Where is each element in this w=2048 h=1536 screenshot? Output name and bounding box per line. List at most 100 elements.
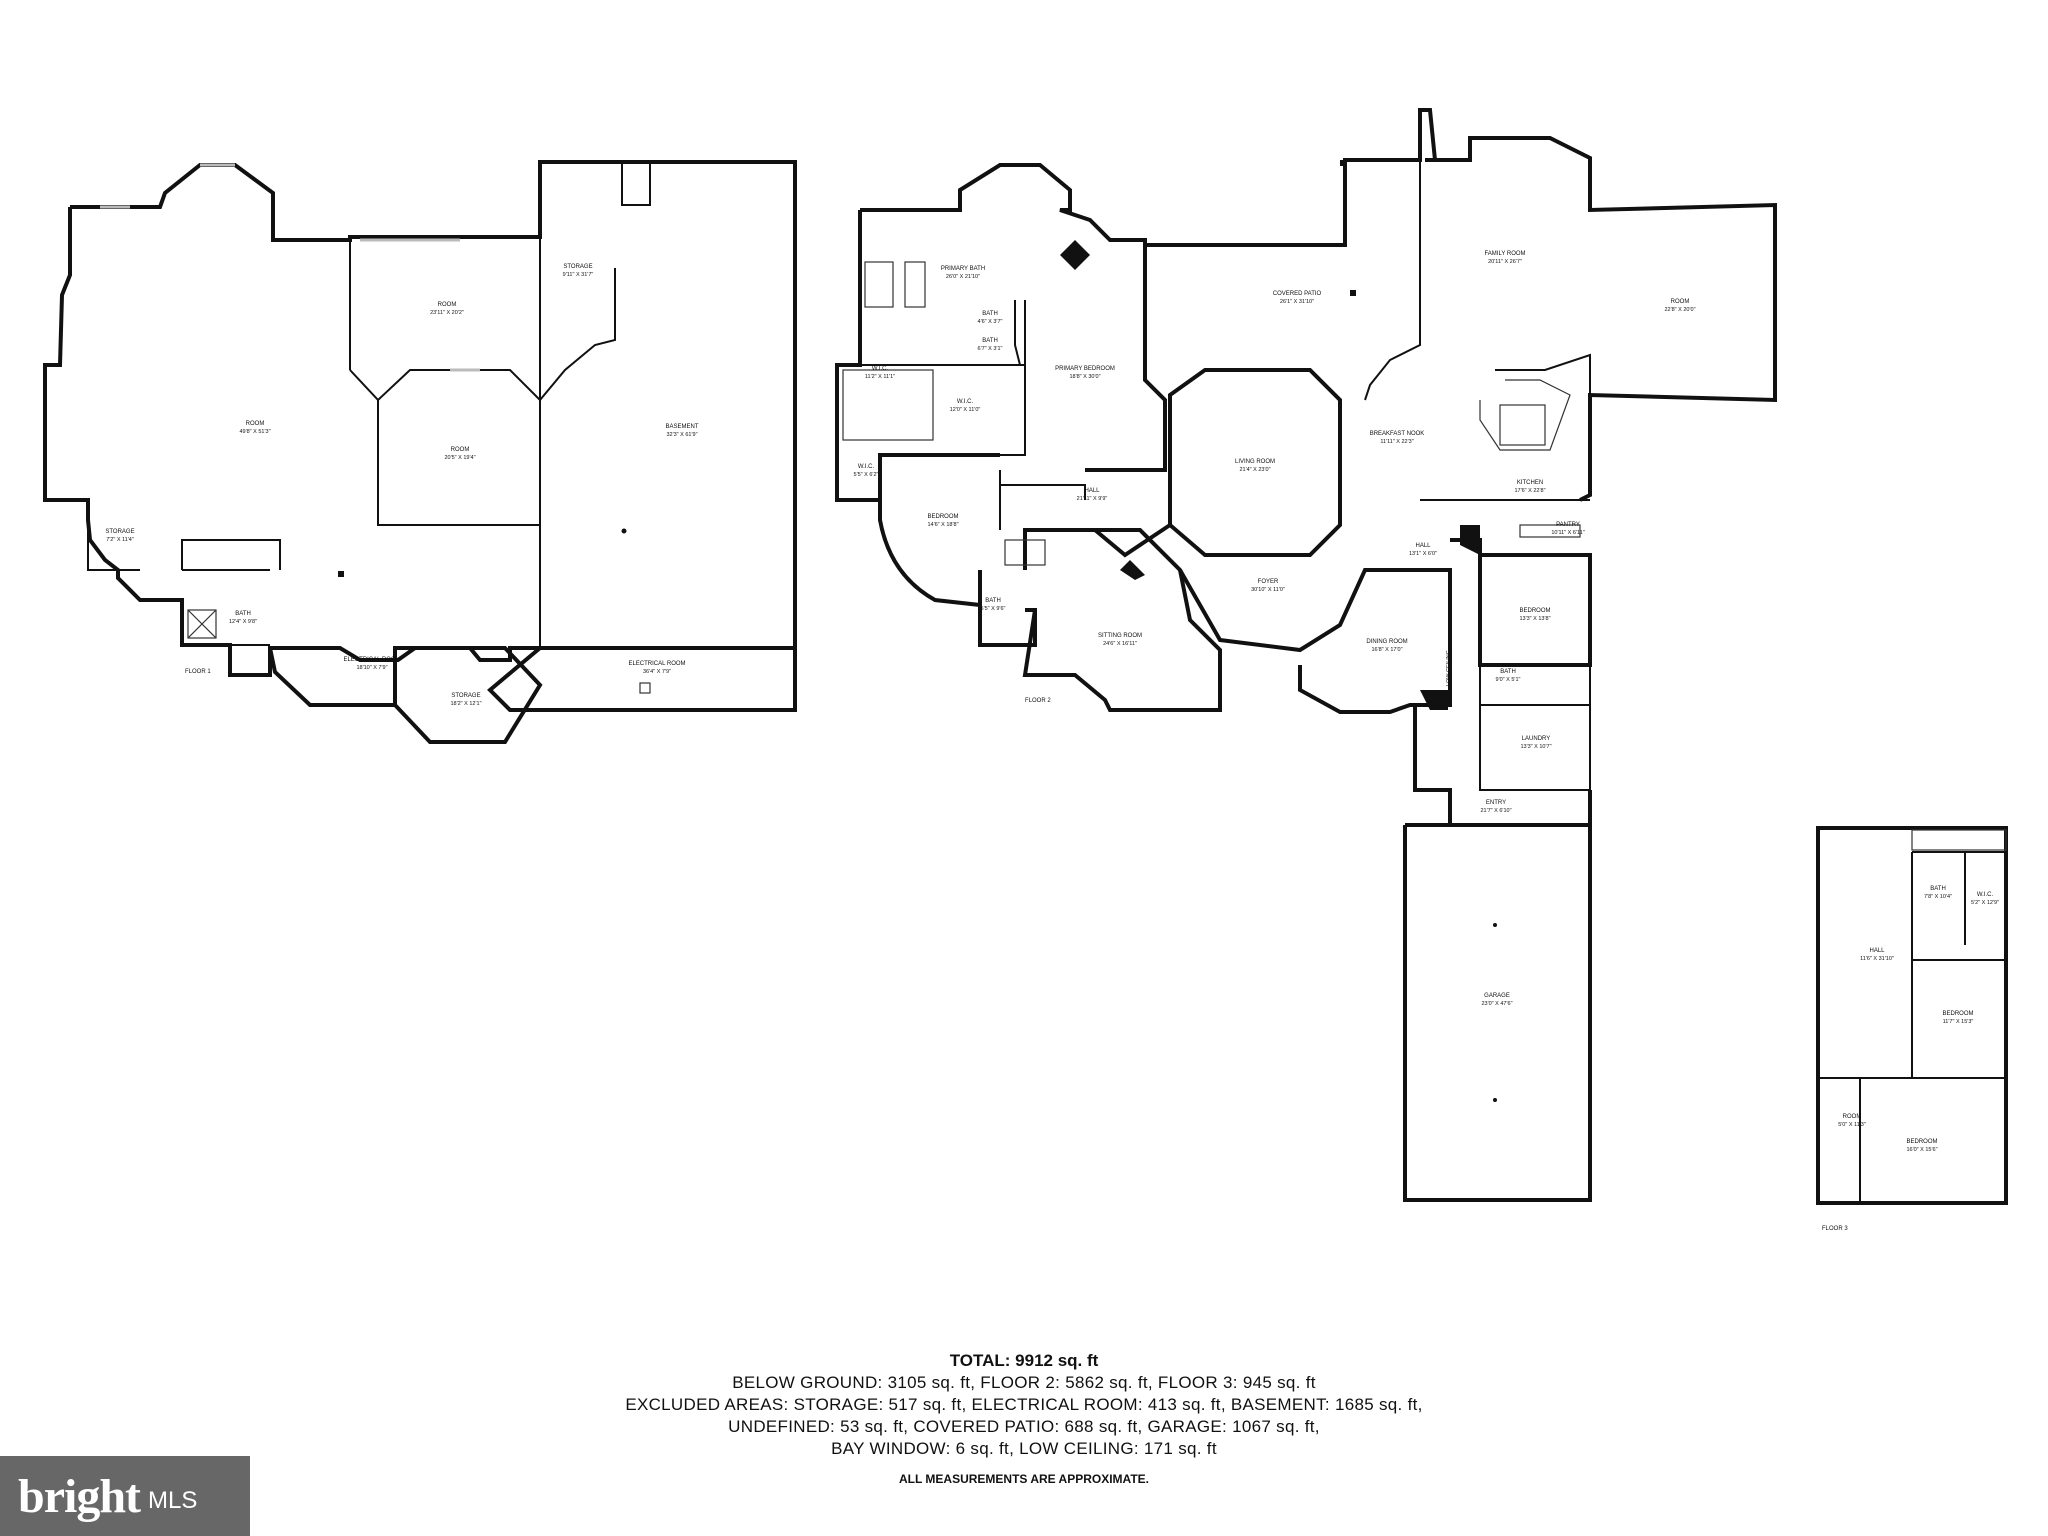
floor-3-outer-wall bbox=[1816, 826, 2008, 1205]
room-dimensions: 11'7" X 15'3" bbox=[1943, 1019, 1974, 1025]
room-dimensions: 26'1" X 31'10" bbox=[1280, 299, 1314, 305]
floor-2-stairs bbox=[1004, 539, 1046, 566]
floor-2-sitting-room-wall bbox=[1022, 528, 1222, 712]
floor-2-column bbox=[1350, 290, 1356, 296]
room-dimensions: 23'11" X 20'2" bbox=[430, 310, 464, 316]
room-dimensions: 21'4" X 23'0" bbox=[1239, 467, 1270, 473]
floor-2-column bbox=[1493, 1098, 1497, 1102]
floor-2-bedroom-left-wall bbox=[878, 455, 982, 608]
room-name: PRIMARY BEDROOM bbox=[1055, 366, 1115, 372]
floor-2-low-ceiling-mark bbox=[1460, 525, 1480, 555]
floor-2-laundry-wall bbox=[1479, 665, 1591, 791]
floor-3-label: FLOOR 3 bbox=[1822, 1226, 1848, 1232]
room-name: ROOM bbox=[451, 447, 470, 453]
room-name: ROOM bbox=[1843, 1114, 1862, 1120]
room-dimensions: 9'11" X 31'7" bbox=[563, 272, 594, 278]
room-dimensions: 18'10" X 7'9" bbox=[356, 665, 387, 671]
room-name: BEDROOM bbox=[1906, 1139, 1937, 1145]
floor-2-family-room-wall bbox=[1425, 136, 1777, 502]
floor-1-electrical-wall bbox=[268, 647, 395, 707]
floor-1-interior-wall bbox=[377, 369, 541, 401]
room-dimensions: 6'7" X 3'1" bbox=[978, 346, 1003, 352]
room-name: W.I.C. bbox=[872, 366, 889, 372]
room-dimensions: 13'1" X 6'0" bbox=[1409, 551, 1437, 557]
room-name: KITCHEN bbox=[1517, 480, 1543, 486]
room-dimensions: 7'2" X 11'4" bbox=[106, 537, 134, 543]
floor-1-plan bbox=[43, 160, 797, 744]
room-dimensions: 21'11" X 9'9" bbox=[1077, 496, 1108, 502]
area-breakdown-line: BELOW GROUND: 3105 sq. ft, FLOOR 2: 5862… bbox=[732, 1373, 1316, 1392]
area-summary: TOTAL: 9912 sq. ft BELOW GROUND: 3105 sq… bbox=[0, 1350, 2048, 1486]
room-labels: ROOM 49'8" X 51'3" ROOM 23'11" X 20'2" R… bbox=[105, 251, 1999, 1232]
room-name: BATH bbox=[235, 611, 251, 617]
floor-1-storage-curve-wall bbox=[539, 268, 616, 401]
room-name: PANTRY bbox=[1556, 522, 1580, 528]
floor-2-wall bbox=[1000, 484, 1086, 500]
area-breakdown-line: EXCLUDED AREAS: STORAGE: 517 sq. ft, ELE… bbox=[625, 1395, 1423, 1414]
floor-1-interior-wall bbox=[621, 162, 651, 206]
bright-mls-logo: bright MLS bbox=[0, 1456, 250, 1536]
room-dimensions: 10'11" X 6'11" bbox=[1551, 530, 1584, 536]
room-name: W.I.C. bbox=[858, 464, 875, 470]
room-name: W.I.C. bbox=[1977, 892, 1994, 898]
floor-2-wall bbox=[1014, 300, 1021, 366]
room-name: ROOM bbox=[438, 302, 457, 308]
room-dimensions: 9'0" X 5'1" bbox=[1496, 677, 1521, 683]
room-name: HALL bbox=[1869, 948, 1885, 954]
room-dimensions: 49'8" X 51'3" bbox=[239, 429, 270, 435]
room-name: STORAGE bbox=[451, 693, 480, 699]
room-dimensions: 11'6" X 31'10" bbox=[1860, 956, 1894, 962]
room-name: ELECTRICAL ROOM bbox=[343, 657, 400, 663]
floor-2-label: FLOOR 2 bbox=[1025, 698, 1051, 704]
room-dimensions: 4'6" X 3'7" bbox=[978, 319, 1003, 325]
room-dimensions: 16'8" X 17'0" bbox=[1371, 647, 1402, 653]
room-name: GARAGE bbox=[1484, 993, 1510, 999]
floor-2-entry-wall bbox=[1413, 703, 1592, 827]
floor-1-shower-fixture bbox=[187, 609, 217, 639]
floor-2-kitchen-island bbox=[1479, 379, 1571, 451]
room-name: FAMILY ROOM bbox=[1484, 251, 1525, 257]
room-name: ENTRY bbox=[1486, 800, 1506, 806]
room-dimensions: 30'10" X 11'0" bbox=[1251, 587, 1285, 593]
room-name: FOYER bbox=[1258, 579, 1279, 585]
room-name: BATH bbox=[982, 311, 998, 317]
floor-2-garage-wall bbox=[1403, 823, 1592, 1202]
room-dimensions: 17'6" X 22'8" bbox=[1514, 488, 1545, 494]
floor-2-pantry-fixture bbox=[1519, 524, 1581, 538]
floor-2-tub-fixture bbox=[904, 261, 926, 308]
room-name: BATH bbox=[985, 598, 1001, 604]
room-name: HALL bbox=[1084, 488, 1100, 494]
floor-1-bath-wall bbox=[181, 539, 281, 570]
floor-2-primary-wall bbox=[860, 163, 1167, 472]
room-dimensions: 16'0" X 15'6" bbox=[1906, 1147, 1937, 1153]
approximate-disclaimer: ALL MEASUREMENTS ARE APPROXIMATE. bbox=[898, 1472, 1149, 1486]
room-dimensions: 23'0" X 47'6" bbox=[1481, 1001, 1512, 1007]
area-breakdown-line: UNDEFINED: 53 sq. ft, COVERED PATIO: 688… bbox=[728, 1417, 1320, 1436]
room-dimensions: 13'3" X 10'7" bbox=[1520, 744, 1551, 750]
floor-2-breakfast-nook-wall bbox=[1364, 160, 1421, 401]
room-dimensions: 22'8" X 20'0" bbox=[1664, 307, 1695, 313]
floor-1-column bbox=[621, 528, 627, 534]
room-name: BEDROOM bbox=[927, 514, 958, 520]
room-dimensions: 21'7" X 6'10" bbox=[1480, 808, 1511, 814]
area-breakdown-line: BAY WINDOW: 6 sq. ft, LOW CEILING: 171 s… bbox=[831, 1439, 1217, 1458]
room-name: STORAGE bbox=[105, 529, 134, 535]
room-name: SITTING ROOM bbox=[1098, 633, 1142, 639]
floor-2-plan bbox=[835, 108, 1777, 1202]
room-name: BATH bbox=[1500, 669, 1516, 675]
floor-2-low-ceiling-mark bbox=[1420, 690, 1448, 710]
floor-1-interior-wall bbox=[87, 500, 140, 571]
floor-3-stairs bbox=[1911, 829, 2007, 851]
floor-2-kitchen-island bbox=[1499, 404, 1546, 446]
room-name: BATH bbox=[982, 338, 998, 344]
room-name: BATH bbox=[1930, 886, 1946, 892]
floor-2-dining-room-wall bbox=[1178, 568, 1452, 714]
room-name: COVERED PATIO bbox=[1273, 291, 1322, 297]
room-name: STORAGE bbox=[563, 264, 592, 270]
room-name: LAUNDRY bbox=[1522, 736, 1551, 742]
floor-2-closet-fixture bbox=[842, 369, 934, 441]
floor-2-wall bbox=[1000, 300, 1026, 456]
floor-1-column bbox=[338, 571, 344, 577]
room-dimensions: 36'4" X 7'9" bbox=[643, 669, 671, 675]
